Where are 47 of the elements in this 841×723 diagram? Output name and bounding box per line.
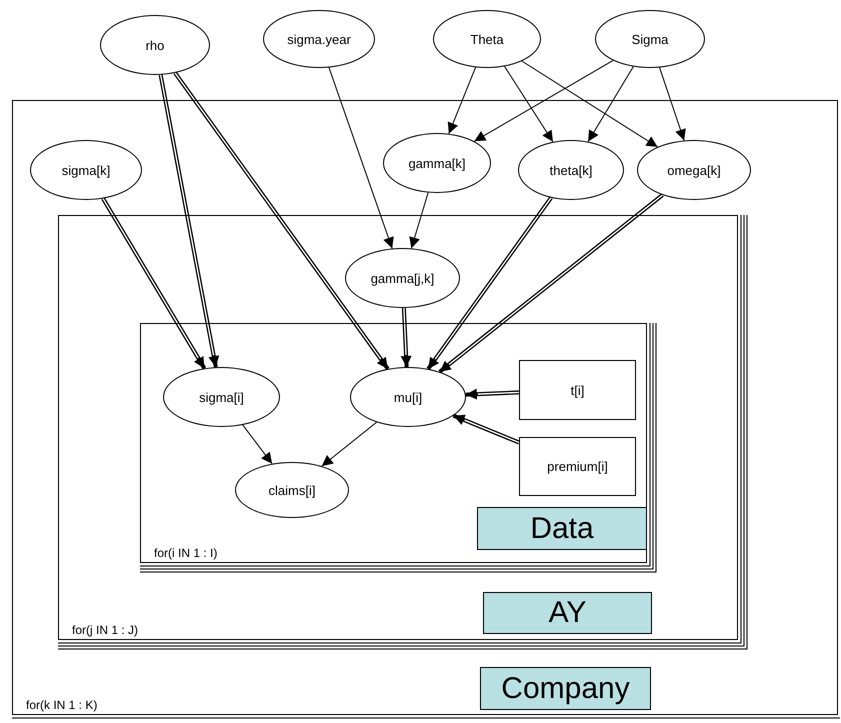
variable-name: sigma[k] bbox=[62, 162, 110, 178]
double-arrow bbox=[173, 72, 390, 370]
plate-name: Data bbox=[530, 512, 594, 546]
variable-name: premium[i] bbox=[547, 459, 608, 474]
double-arrow bbox=[466, 388, 520, 400]
double-arrow bbox=[400, 308, 412, 368]
arrow bbox=[521, 60, 658, 148]
arrow bbox=[321, 422, 378, 467]
variable-name: theta[k] bbox=[550, 162, 592, 178]
constant-box bbox=[519, 437, 636, 496]
arrow bbox=[659, 67, 686, 141]
double-arrow bbox=[452, 414, 520, 444]
variable-name: sigma.year bbox=[287, 32, 351, 46]
plate-name: Company bbox=[501, 672, 630, 706]
variable-name: sigma[i] bbox=[199, 390, 244, 404]
variable-name: Sigma bbox=[632, 32, 668, 46]
loop-label: for(i IN 1 : I) bbox=[154, 546, 218, 560]
variable-name: mu[i] bbox=[394, 390, 422, 404]
arrow bbox=[242, 424, 273, 464]
plate-frame bbox=[58, 215, 738, 640]
plate-tag bbox=[483, 592, 652, 634]
arrow bbox=[328, 67, 394, 249]
variable-ellipse bbox=[350, 367, 466, 427]
arrow bbox=[588, 66, 634, 142]
variable-name: gamma[k] bbox=[408, 156, 466, 170]
double-arrow bbox=[426, 196, 553, 370]
variable-name: omega[k] bbox=[667, 162, 721, 178]
variable-name: claims[i] bbox=[268, 482, 316, 498]
loop-label: for(k IN 1 : K) bbox=[26, 698, 98, 712]
arrow bbox=[448, 66, 476, 134]
plate-tag bbox=[477, 507, 647, 550]
constant-box bbox=[519, 360, 636, 420]
arrow bbox=[409, 192, 429, 249]
variable-name: rho bbox=[146, 38, 164, 52]
double-arrow bbox=[101, 198, 206, 370]
variable-name: Theta bbox=[470, 32, 504, 46]
plate-frame bbox=[12, 100, 838, 715]
double-arrow bbox=[438, 193, 664, 374]
plate-tag bbox=[480, 667, 651, 710]
double-arrow bbox=[158, 74, 220, 368]
arrow bbox=[504, 66, 554, 142]
loop-label: for(j IN 1 : J) bbox=[72, 623, 138, 637]
variable-name: gamma[j,k] bbox=[370, 270, 434, 286]
plate-name: AY bbox=[548, 596, 586, 630]
arrow bbox=[474, 60, 614, 142]
plate-frame bbox=[140, 323, 647, 563]
variable-name: t[i] bbox=[570, 382, 584, 398]
